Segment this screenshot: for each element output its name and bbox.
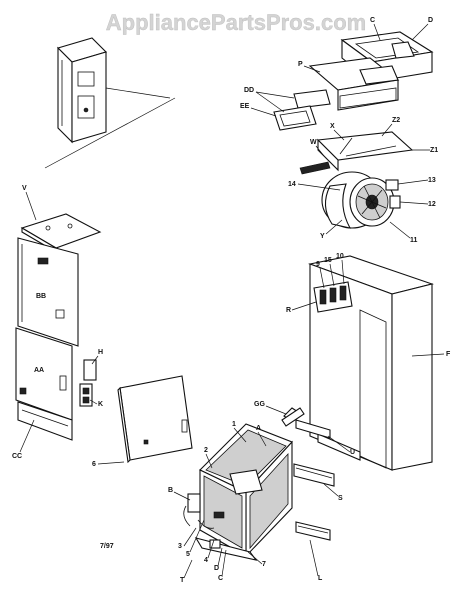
evaporator-coil [183,423,293,561]
label-p: P [298,61,303,68]
label-14: 14 [288,181,296,188]
cabinet-f [307,255,434,471]
label-5: 5 [186,551,190,558]
label-cc: CC [12,453,22,460]
label-k: K [98,401,103,408]
label-2: 2 [204,447,208,454]
label-d-bottom: D [214,565,219,572]
blower-assembly [321,171,401,229]
rail-u [295,419,331,439]
assembled-unit-drawing [56,37,171,144]
label-6: 6 [92,461,96,468]
control-bracket [79,359,97,407]
filter-dd [273,89,331,131]
label-15: 15 [324,257,332,264]
label-dd: DD [244,87,254,94]
label-3: 3 [178,543,182,550]
label-1: 1 [232,421,236,428]
blower-deck [299,131,414,175]
label-z2: Z2 [392,117,400,124]
label-11: 11 [410,237,418,244]
label-13: 13 [428,177,436,184]
rail-l [295,521,331,541]
label-gg: GG [254,401,265,408]
rail-s [293,463,335,487]
label-h: H [98,349,103,356]
explode-line [44,97,176,169]
strip-gg [281,407,305,427]
label-z1: Z1 [430,147,438,154]
label-7: 7 [262,561,266,568]
label-c-bottom: C [218,575,223,582]
date-code: 7/97 [100,543,114,550]
label-aa: AA [34,367,44,374]
label-10: 10 [336,253,344,260]
label-t: T [180,577,185,584]
label-r-top: R [286,307,291,314]
label-9: 9 [316,261,320,268]
label-u: U [350,449,355,456]
label-ee: EE [240,103,250,110]
panel-p [308,57,400,111]
label-f: F [446,351,451,358]
label-b: B [168,487,173,494]
label-c: C [370,17,375,24]
label-a: A [256,425,261,432]
base-cc [17,401,73,441]
label-v: V [22,185,27,192]
label-bb: BB [36,293,46,300]
label-4: 4 [204,557,208,564]
watermark: AppliancePartsPros.com [106,10,366,35]
label-12: 12 [428,201,436,208]
label-y: Y [320,233,325,240]
label-x: X [330,123,335,130]
control-module [313,281,353,313]
panel-bb [17,237,79,347]
door-panel [117,375,193,464]
label-d: D [428,17,433,24]
label-s: S [338,495,343,502]
label-l: L [318,575,323,582]
label-w: W [310,139,317,146]
